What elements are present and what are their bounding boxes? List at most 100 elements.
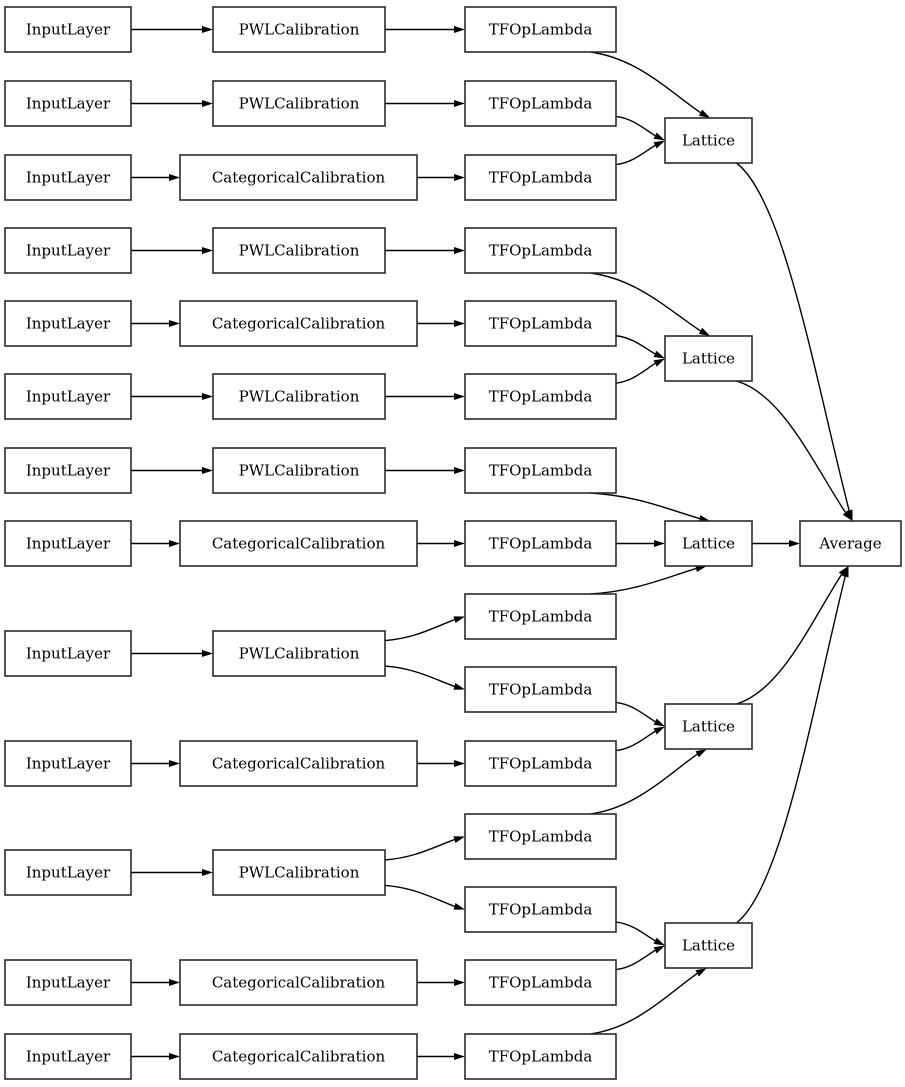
node-box-in2[interactable] — [4, 80, 132, 127]
node-tfoplambda-op11[interactable]: TFOpLambda — [464, 740, 617, 787]
node-label-in10: InputLayer — [26, 755, 111, 773]
node-tfoplambda-op15[interactable]: TFOpLambda — [464, 1033, 617, 1080]
node-inputlayer-in13[interactable]: InputLayer — [4, 1033, 132, 1080]
node-inputlayer-in8[interactable]: InputLayer — [4, 520, 132, 567]
node-box-op3[interactable] — [464, 154, 617, 201]
node-inputlayer-in9[interactable]: InputLayer — [4, 630, 132, 677]
node-box-lat2[interactable] — [664, 335, 753, 382]
node-categoricalcalibration-cal10[interactable]: CategoricalCalibration — [179, 740, 418, 787]
node-box-op8[interactable] — [464, 520, 617, 567]
node-box-cal6[interactable] — [212, 373, 386, 420]
node-tfoplambda-op9[interactable]: TFOpLambda — [464, 593, 617, 640]
node-box-op12[interactable] — [464, 813, 617, 860]
node-categoricalcalibration-cal12[interactable]: CategoricalCalibration — [179, 959, 418, 1006]
node-box-op13[interactable] — [464, 886, 617, 933]
node-box-in12[interactable] — [4, 959, 132, 1006]
node-box-cal7[interactable] — [212, 447, 386, 494]
node-box-op11[interactable] — [464, 740, 617, 787]
node-inputlayer-in3[interactable]: InputLayer — [4, 154, 132, 201]
node-box-cal3[interactable] — [179, 154, 418, 201]
node-box-cal5[interactable] — [179, 300, 418, 347]
node-box-cal11[interactable] — [212, 849, 386, 896]
node-label-in8: InputLayer — [26, 535, 111, 553]
node-lattice-lat5[interactable]: Lattice — [664, 922, 753, 969]
node-lattice-lat1[interactable]: Lattice — [664, 117, 753, 164]
node-box-in10[interactable] — [4, 740, 132, 787]
node-pwlcalibration-cal4[interactable]: PWLCalibration — [212, 227, 386, 274]
node-box-op2[interactable] — [464, 80, 617, 127]
node-categoricalcalibration-cal13[interactable]: CategoricalCalibration — [179, 1033, 418, 1080]
node-box-in11[interactable] — [4, 849, 132, 896]
node-inputlayer-in5[interactable]: InputLayer — [4, 300, 132, 347]
node-box-avg[interactable] — [799, 520, 902, 567]
node-box-lat1[interactable] — [664, 117, 753, 164]
node-tfoplambda-op3[interactable]: TFOpLambda — [464, 154, 617, 201]
node-box-in8[interactable] — [4, 520, 132, 567]
node-box-in9[interactable] — [4, 630, 132, 677]
node-pwlcalibration-cal7[interactable]: PWLCalibration — [212, 447, 386, 494]
node-pwlcalibration-cal6[interactable]: PWLCalibration — [212, 373, 386, 420]
node-inputlayer-in4[interactable]: InputLayer — [4, 227, 132, 274]
node-tfoplambda-op6[interactable]: TFOpLambda — [464, 373, 617, 420]
node-box-cal8[interactable] — [179, 520, 418, 567]
node-box-op9[interactable] — [464, 593, 617, 640]
edge-cal11-to-op13 — [384, 884, 455, 907]
arrowhead-cal11-to-op12 — [453, 836, 465, 843]
node-inputlayer-in11[interactable]: InputLayer — [4, 849, 132, 896]
node-tfoplambda-op4[interactable]: TFOpLambda — [464, 227, 617, 274]
node-tfoplambda-op14[interactable]: TFOpLambda — [464, 959, 617, 1006]
node-pwlcalibration-cal11[interactable]: PWLCalibration — [212, 849, 386, 896]
node-categoricalcalibration-cal8[interactable]: CategoricalCalibration — [179, 520, 418, 567]
node-tfoplambda-op10[interactable]: TFOpLambda — [464, 666, 617, 713]
node-box-cal12[interactable] — [179, 959, 418, 1006]
node-label-cal6: PWLCalibration — [239, 388, 360, 406]
node-categoricalcalibration-cal3[interactable]: CategoricalCalibration — [179, 154, 418, 201]
node-tfoplambda-op8[interactable]: TFOpLambda — [464, 520, 617, 567]
node-inputlayer-in6[interactable]: InputLayer — [4, 373, 132, 420]
node-tfoplambda-op2[interactable]: TFOpLambda — [464, 80, 617, 127]
node-lattice-lat2[interactable]: Lattice — [664, 335, 753, 382]
node-inputlayer-in12[interactable]: InputLayer — [4, 959, 132, 1006]
node-box-op5[interactable] — [464, 300, 617, 347]
node-lattice-lat4[interactable]: Lattice — [664, 703, 753, 750]
node-average-avg[interactable]: Average — [799, 520, 902, 567]
node-tfoplambda-op7[interactable]: TFOpLambda — [464, 447, 617, 494]
node-box-op14[interactable] — [464, 959, 617, 1006]
node-box-in5[interactable] — [4, 300, 132, 347]
node-box-cal9[interactable] — [212, 630, 386, 677]
node-box-lat5[interactable] — [664, 922, 753, 969]
node-box-cal2[interactable] — [212, 80, 386, 127]
node-inputlayer-in2[interactable]: InputLayer — [4, 80, 132, 127]
node-categoricalcalibration-cal5[interactable]: CategoricalCalibration — [179, 300, 418, 347]
node-box-op7[interactable] — [464, 447, 617, 494]
node-pwlcalibration-cal9[interactable]: PWLCalibration — [212, 630, 386, 677]
node-box-in6[interactable] — [4, 373, 132, 420]
node-tfoplambda-op5[interactable]: TFOpLambda — [464, 300, 617, 347]
node-lattice-lat3[interactable]: Lattice — [664, 520, 753, 567]
node-pwlcalibration-cal1[interactable]: PWLCalibration — [212, 6, 386, 53]
node-inputlayer-in7[interactable]: InputLayer — [4, 447, 132, 494]
node-box-in7[interactable] — [4, 447, 132, 494]
node-tfoplambda-op1[interactable]: TFOpLambda — [464, 6, 617, 53]
node-box-cal4[interactable] — [212, 227, 386, 274]
node-tfoplambda-op13[interactable]: TFOpLambda — [464, 886, 617, 933]
node-inputlayer-in10[interactable]: InputLayer — [4, 740, 132, 787]
node-label-lat4: Lattice — [682, 718, 735, 736]
node-box-cal13[interactable] — [179, 1033, 418, 1080]
node-box-lat3[interactable] — [664, 520, 753, 567]
node-box-cal1[interactable] — [212, 6, 386, 53]
node-box-in13[interactable] — [4, 1033, 132, 1080]
node-box-op10[interactable] — [464, 666, 617, 713]
node-box-lat4[interactable] — [664, 703, 753, 750]
node-box-in1[interactable] — [4, 6, 132, 53]
node-pwlcalibration-cal2[interactable]: PWLCalibration — [212, 80, 386, 127]
node-inputlayer-in1[interactable]: InputLayer — [4, 6, 132, 53]
node-box-in4[interactable] — [4, 227, 132, 274]
node-box-op1[interactable] — [464, 6, 617, 53]
node-box-in3[interactable] — [4, 154, 132, 201]
node-box-op6[interactable] — [464, 373, 617, 420]
node-box-cal10[interactable] — [179, 740, 418, 787]
node-box-op4[interactable] — [464, 227, 617, 274]
node-box-op15[interactable] — [464, 1033, 617, 1080]
node-tfoplambda-op12[interactable]: TFOpLambda — [464, 813, 617, 860]
